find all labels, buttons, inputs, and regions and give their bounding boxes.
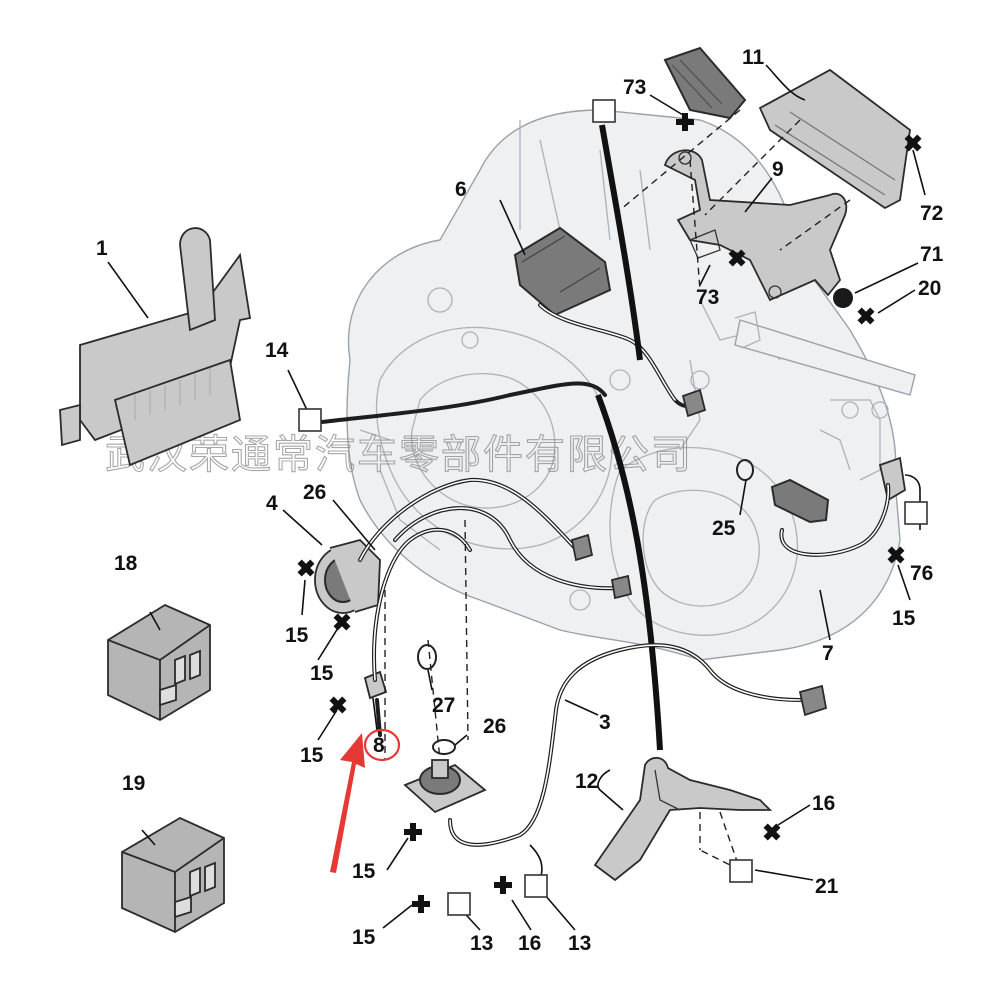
- wiring-harness: [320, 124, 891, 847]
- fastener-crosses: [297, 113, 922, 913]
- label-part-20: 20: [918, 277, 941, 300]
- highlight-marker: [330, 728, 401, 873]
- reference-squares: [298, 99, 928, 916]
- part-1-control-unit: [59, 227, 252, 467]
- label-part-14: 14: [265, 339, 289, 362]
- label-part-27: 27: [432, 694, 455, 717]
- part-4-actuator: [314, 538, 381, 614]
- part-26-seal: [432, 739, 456, 755]
- plus-cross-icon: [329, 696, 347, 714]
- assembly-lines: [384, 109, 851, 871]
- gearbox-housing: [346, 109, 916, 661]
- label-part-15-b: 15: [892, 607, 916, 630]
- label-part-71: 71: [920, 243, 944, 266]
- label-part-12: 12: [575, 770, 598, 793]
- part-12-bracket: [593, 756, 773, 882]
- label-part-25: 25: [712, 517, 736, 540]
- plus-cross-icon: [297, 559, 315, 577]
- label-part-73-mid: 73: [696, 286, 719, 309]
- label-part-72: 72: [920, 202, 943, 225]
- label-part-16-right: 16: [812, 792, 835, 815]
- part-19-relay: [121, 816, 225, 934]
- label-part-15-c: 15: [310, 662, 334, 685]
- plus-cross-icon: [333, 613, 351, 631]
- highlight-arrow-icon: [330, 733, 365, 873]
- label-part-9: 9: [772, 158, 784, 181]
- plus-cross-icon: [904, 134, 922, 152]
- label-part-7: 7: [822, 642, 834, 665]
- label-part-11: 11: [742, 46, 765, 69]
- label-part-21: 21: [815, 875, 839, 898]
- leader-lines: [107, 64, 926, 931]
- plus-cross-icon: [857, 307, 875, 325]
- plus-cross-icon: [404, 823, 422, 841]
- plus-cross-icon: [887, 546, 905, 564]
- label-part-18: 18: [114, 552, 138, 575]
- label-part-15-d: 15: [300, 744, 324, 767]
- watermark-text: 武汉荣通常汽车零部件有限公司: [105, 432, 693, 478]
- label-part-16-bottom: 16: [518, 932, 541, 955]
- label-part-76: 76: [910, 562, 933, 585]
- label-part-73-top: 73: [623, 76, 646, 99]
- label-part-15-e: 15: [352, 860, 376, 883]
- part-labels: 1 11 73 9 6 72 71 20 73 14 4 26 25 76 18…: [96, 46, 944, 955]
- plus-cross-icon: [676, 113, 694, 131]
- plus-cross-icon: [763, 823, 781, 841]
- part-9-bracket: [663, 149, 848, 302]
- label-part-6: 6: [455, 178, 467, 201]
- part-7-speed-sensor: [770, 456, 906, 524]
- label-part-8: 8: [373, 734, 385, 757]
- label-part-1: 1: [96, 237, 108, 260]
- plus-cross-icon: [412, 895, 430, 913]
- label-part-15-f: 15: [352, 926, 376, 949]
- label-part-19: 19: [122, 772, 145, 795]
- part-27-o-ring: [417, 644, 437, 670]
- label-part-26-bottom: 26: [483, 715, 506, 738]
- square-box-icon: [904, 501, 928, 525]
- part-11-module: [663, 46, 911, 210]
- label-part-3: 3: [599, 711, 611, 734]
- label-part-13-right: 13: [568, 932, 591, 955]
- square-box-icon: [729, 859, 753, 883]
- square-box-icon: [592, 99, 616, 123]
- label-part-15-a: 15: [285, 624, 309, 647]
- plus-cross-icon: [728, 249, 746, 267]
- label-part-4: 4: [266, 492, 278, 515]
- part-6-sensor: [513, 226, 612, 317]
- plus-cross-icon: [494, 876, 512, 894]
- part-71-ball: [833, 288, 853, 308]
- square-box-icon: [447, 892, 471, 916]
- part-18-relay: [107, 603, 211, 722]
- part-8-pressure-sensor: [363, 670, 487, 814]
- square-box-icon: [524, 874, 548, 898]
- part-25-seal: [736, 459, 754, 481]
- label-part-26-top: 26: [303, 481, 326, 504]
- square-box-icon: [298, 408, 322, 432]
- label-part-13-left: 13: [470, 932, 493, 955]
- highlight-circle: [363, 728, 401, 762]
